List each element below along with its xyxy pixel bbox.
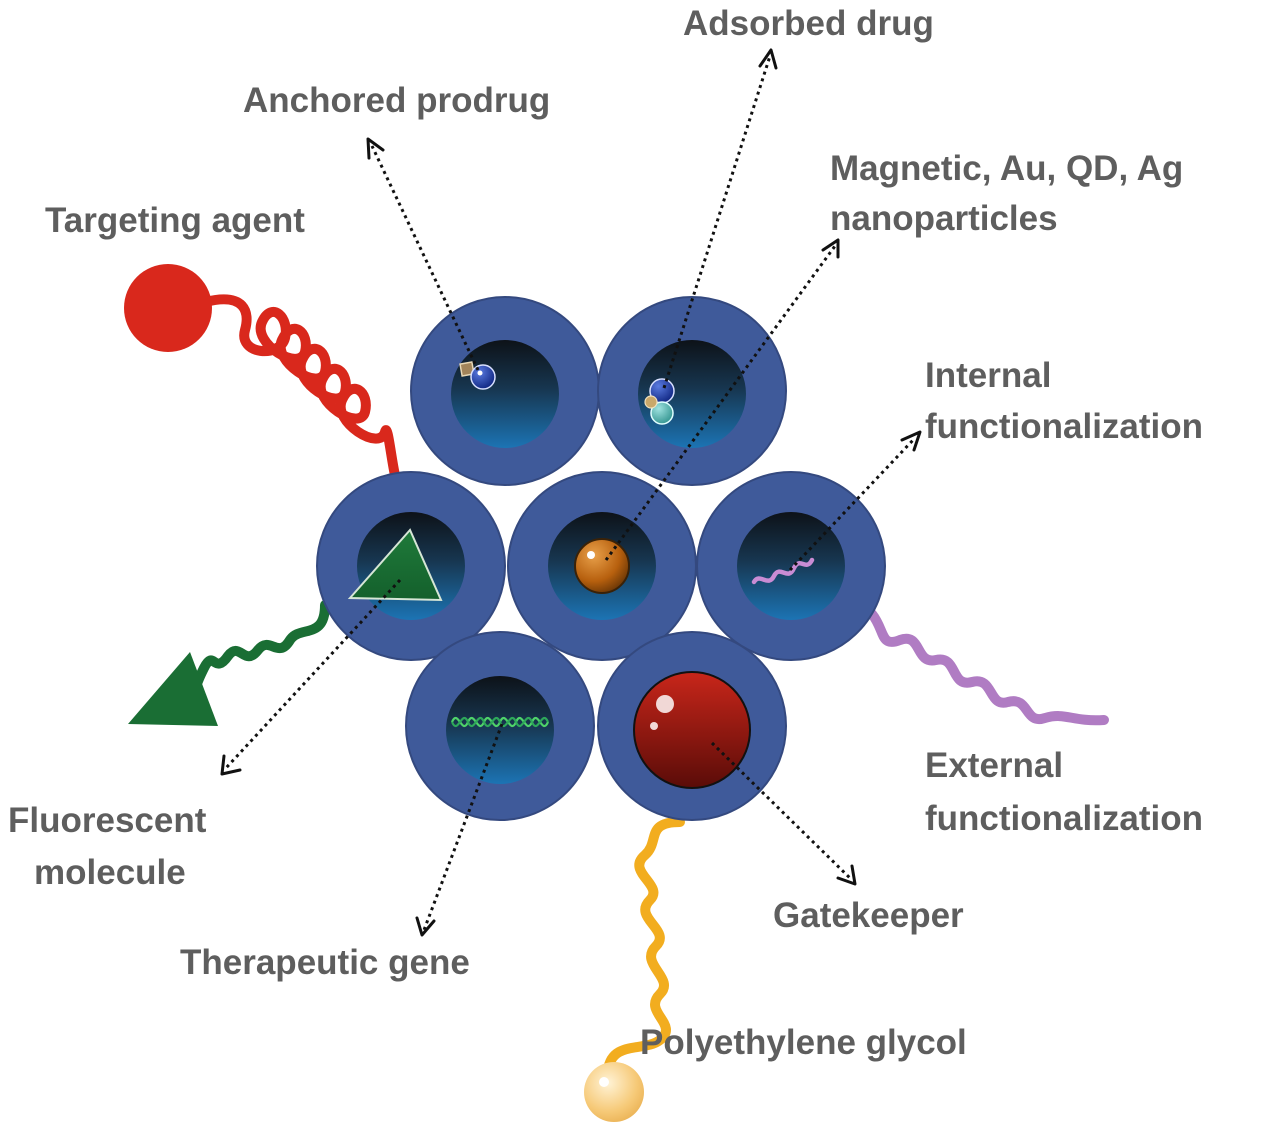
label-adsorbed-drug: Adsorbed drug [683, 4, 934, 43]
pointer-nanoparticles [604, 238, 840, 561]
label-therapeutic-gene: Therapeutic gene [180, 943, 470, 982]
label-internal-line2: functionalization [925, 407, 1203, 446]
polyethylene-glycol-bead-highlight [599, 1077, 609, 1087]
fluorescent-molecule-chain [190, 600, 330, 707]
fluorescent-molecule-head [128, 652, 218, 726]
label-fluorescent-line2: molecule [34, 853, 186, 892]
targeting-agent-chain [200, 294, 403, 493]
anchored-prodrug-anchor [459, 361, 475, 377]
polyethylene-glycol-end-bead [584, 1062, 644, 1122]
label-fluorescent-line1: Fluorescent [8, 801, 207, 840]
internal-nanoparticle-highlight [587, 551, 595, 559]
label-external-line2: functionalization [925, 799, 1203, 838]
pore-middle-right [696, 471, 886, 661]
pointer-internal-functionalization [788, 430, 922, 572]
pointer-gatekeeper [710, 741, 857, 886]
external-functionalization-chain [867, 609, 1109, 726]
gatekeeper-highlight-large [656, 695, 674, 713]
label-gatekeeper: Gatekeeper [773, 896, 964, 935]
pointer-fluorescent-molecule [220, 578, 402, 776]
fluorescent-molecule-in-pore [347, 528, 443, 602]
pore-top-right [597, 296, 787, 486]
gatekeeper-cap [633, 671, 751, 789]
label-nanoparticles-line2: nanoparticles [830, 199, 1058, 238]
gatekeeper-highlight-small [650, 722, 658, 730]
pointer-adsorbed-drug [662, 48, 778, 389]
pointer-therapeutic-gene [415, 723, 504, 937]
label-anchored-prodrug: Anchored prodrug [243, 81, 550, 120]
anchored-prodrug-highlight [477, 370, 483, 376]
label-polyethylene-glycol: Polyethylene glycol [640, 1023, 967, 1062]
label-nanoparticles-line1: Magnetic, Au, QD, Ag [830, 149, 1183, 188]
adsorbed-drug-teal [650, 401, 674, 425]
internal-nanoparticle [574, 538, 630, 594]
pore-top-left [410, 296, 600, 486]
label-targeting-agent: Targeting agent [45, 201, 305, 240]
adsorbed-drug-small [644, 395, 658, 409]
targeting-agent-head [124, 264, 212, 352]
anchored-prodrug-molecule [470, 364, 496, 390]
label-external-line1: External [925, 746, 1063, 785]
label-internal-line1: Internal [925, 356, 1051, 395]
polyethylene-glycol-chain [603, 817, 685, 1075]
internal-functionalization-squiggle [751, 557, 815, 585]
pointer-anchored-prodrug [366, 137, 480, 371]
therapeutic-gene-helix [450, 716, 550, 728]
